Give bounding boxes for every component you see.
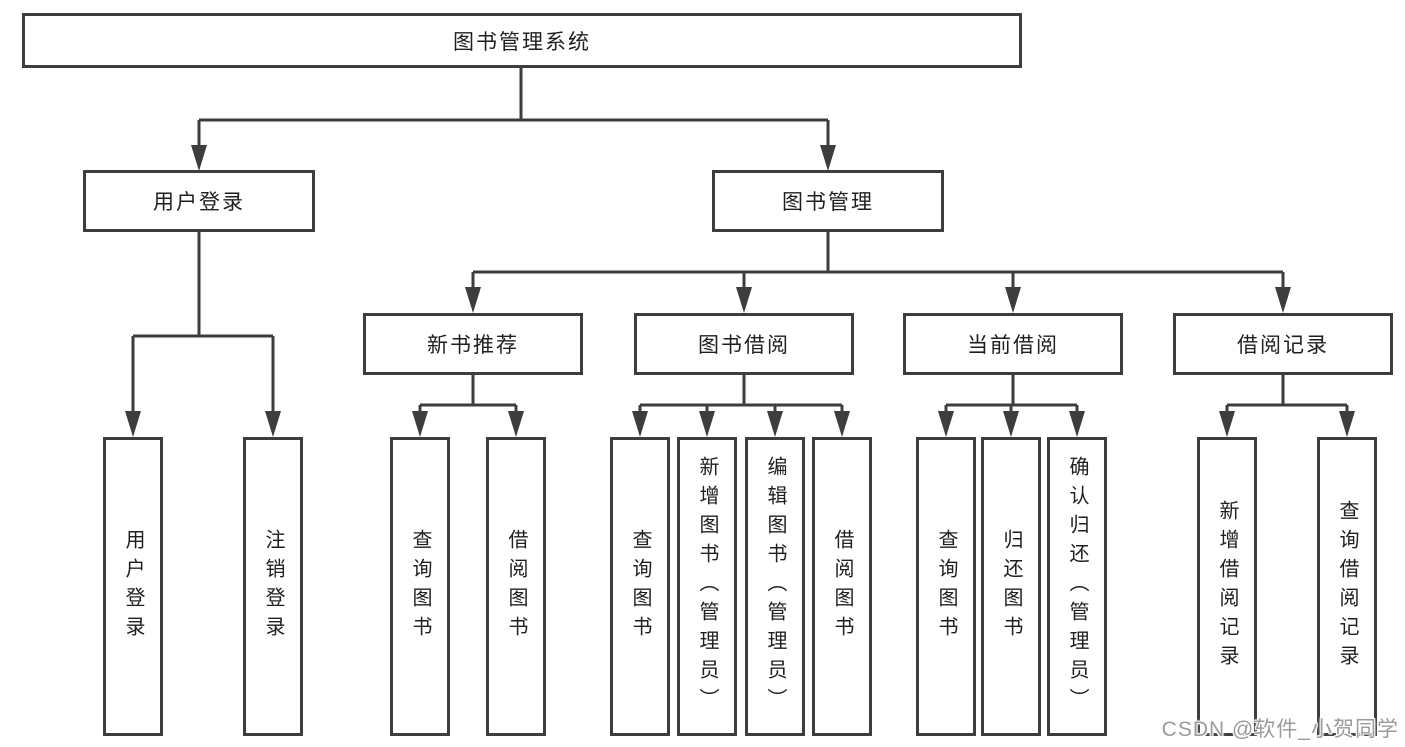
leaf-query-borrow-record: 查询借阅记录: [1317, 437, 1377, 736]
leaf-add-borrow-record-label: 新增借阅记录: [1216, 499, 1238, 674]
leaf-borrow-book: 借阅图书: [812, 437, 872, 736]
node-borrow-record-label: 借阅记录: [1237, 334, 1329, 357]
node-root: 图书管理系统: [22, 13, 1022, 68]
node-current-borrow-label: 当前借阅: [967, 334, 1059, 357]
leaf-query-book-recommend-label: 查询图书: [409, 528, 431, 645]
leaf-edit-book-admin-label: 编辑图书（管理员）: [764, 456, 786, 717]
leaf-borrow-book-label: 借阅图书: [831, 528, 853, 645]
leaf-query-book-current-label: 查询图书: [935, 528, 957, 645]
node-book-management: 图书管理: [712, 170, 944, 232]
node-book-management-label: 图书管理: [782, 191, 874, 214]
leaf-logout: 注销登录: [243, 437, 303, 736]
node-book-borrow: 图书借阅: [634, 313, 854, 375]
leaf-user-login: 用户登录: [103, 437, 163, 736]
node-root-label: 图书管理系统: [453, 30, 591, 54]
leaf-add-book-admin-label: 新增图书（管理员）: [696, 456, 718, 717]
node-current-borrow: 当前借阅: [903, 313, 1123, 375]
leaf-query-book-borrow: 查询图书: [610, 437, 670, 736]
leaf-return-book-label: 归还图书: [1000, 528, 1022, 645]
leaf-query-book-current: 查询图书: [916, 437, 976, 736]
leaf-user-login-label: 用户登录: [122, 528, 144, 645]
leaf-confirm-return-admin: 确认归还（管理员）: [1047, 437, 1107, 736]
leaf-return-book: 归还图书: [981, 437, 1041, 736]
leaf-confirm-return-admin-label: 确认归还（管理员）: [1066, 456, 1088, 717]
node-borrow-record: 借阅记录: [1173, 313, 1393, 375]
node-book-borrow-label: 图书借阅: [698, 334, 790, 357]
node-new-book-recommend: 新书推荐: [363, 313, 583, 375]
leaf-logout-label: 注销登录: [262, 528, 284, 645]
leaf-query-book-recommend: 查询图书: [390, 437, 450, 736]
node-user-login-label: 用户登录: [153, 191, 245, 214]
leaf-add-book-admin: 新增图书（管理员）: [677, 437, 737, 736]
leaf-borrow-book-recommend: 借阅图书: [486, 437, 546, 736]
csdn-watermark: CSDN @软件_小贺同学: [1161, 718, 1399, 741]
leaf-borrow-book-recommend-label: 借阅图书: [505, 528, 527, 645]
node-user-login: 用户登录: [83, 170, 315, 232]
leaf-edit-book-admin: 编辑图书（管理员）: [745, 437, 805, 736]
node-new-book-recommend-label: 新书推荐: [427, 334, 519, 357]
leaf-add-borrow-record: 新增借阅记录: [1197, 437, 1257, 736]
leaf-query-borrow-record-label: 查询借阅记录: [1336, 499, 1358, 674]
leaf-query-book-borrow-label: 查询图书: [629, 528, 651, 645]
